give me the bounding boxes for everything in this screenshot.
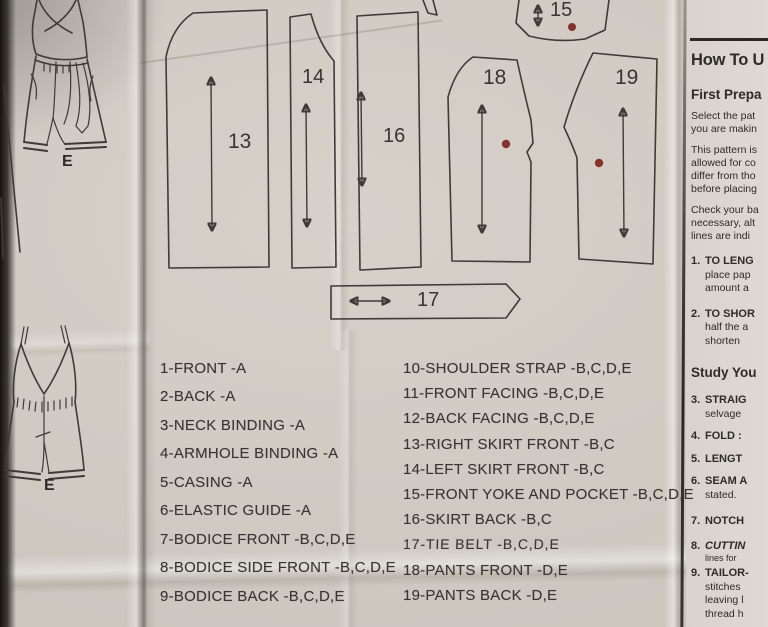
piece-list-right-column: 10-SHOULDER STRAP -B,C,D,E 11-FRONT FACI… xyxy=(402,356,694,608)
list-item: 9-BODICE BACK -B,C,D,E xyxy=(160,587,345,605)
red-dot xyxy=(501,139,511,149)
paragraph: This pattern is allowed for co differ fr… xyxy=(691,144,757,195)
instruction-panel-paper xyxy=(686,0,768,627)
pattern-piece-14: 14 xyxy=(289,13,337,269)
garment-illustration-bottom-e xyxy=(3,325,86,482)
instruction-step-3: 3.STRAIG selvage xyxy=(691,394,747,420)
instruction-step-6: 6.SEAM A stated. xyxy=(691,475,748,501)
instruction-step-8: 8.CUTTIN lines for xyxy=(691,539,746,564)
instruction-step-5: 5.LENGT xyxy=(691,452,743,465)
instructions-title: How To U xyxy=(691,51,765,69)
list-item: 14-LEFT SKIRT FRONT -B,C xyxy=(403,460,605,478)
list-item: 3-NECK BINDING -A xyxy=(160,416,306,434)
list-item: 16-SKIRT BACK -B,C xyxy=(403,511,552,529)
pattern-piece-13: 13 xyxy=(165,9,270,269)
crease-middle-bottom xyxy=(338,330,358,627)
list-item: 11-FRONT FACING -B,C,D,E xyxy=(403,385,605,403)
view-label-e-bottom: E xyxy=(44,477,55,494)
paragraph: Check your ba necessary, alt lines are i… xyxy=(691,204,759,242)
list-item: 17-TIE BELT -B,C,D,E xyxy=(402,536,561,553)
list-item: 4-ARMHOLE BINDING -A xyxy=(160,445,339,463)
list-item: 18-PANTS FRONT -D,E xyxy=(403,561,569,579)
piece-19-label: 19 xyxy=(615,66,638,89)
red-dot xyxy=(568,23,576,31)
piece-list-left-column: 1-FRONT -A 2-BACK -A 3-NECK BINDING -A 4… xyxy=(160,355,405,611)
instruction-step-9: 9.TAILOR- stitches leaving l thread h xyxy=(691,567,749,620)
list-item: 8-BODICE SIDE FRONT -B,C,D,E xyxy=(160,559,396,577)
list-item: 19-PANTS BACK -D,E xyxy=(403,586,558,604)
instructions-heading-study: Study You xyxy=(691,365,757,380)
red-dot xyxy=(594,158,604,168)
piece-15-label: 15 xyxy=(550,0,572,21)
instruction-column: How To U First Prepa Select the pat you … xyxy=(691,50,768,621)
pattern-piece-16: 16 xyxy=(356,11,422,271)
list-item: 2-BACK -A xyxy=(160,388,236,406)
garment-illustration-top-e xyxy=(22,0,108,153)
instruction-top-rule xyxy=(690,38,768,41)
view-label-e-top: E xyxy=(62,153,73,170)
piece-14-label: 14 xyxy=(302,66,324,88)
pattern-piece-19: 19 xyxy=(563,52,658,265)
fold-crease-left xyxy=(126,0,156,627)
list-item: 13-RIGHT SKIRT FRONT -B,C xyxy=(403,435,615,453)
paragraph: Select the pat you are makin xyxy=(691,110,757,135)
instructions-heading-first-prepare: First Prepa xyxy=(691,87,762,102)
instruction-step-4: 4.FOLD : xyxy=(691,430,742,442)
list-item: 7-BODICE FRONT -B,C,D,E xyxy=(160,530,356,548)
partial-garment-sketch xyxy=(0,85,21,259)
instruction-step-2: 2.TO SHOR half the a shorten xyxy=(691,307,755,347)
list-item: 15-FRONT YOKE AND POCKET -B,C,D,E xyxy=(403,486,694,504)
list-item: 12-BACK FACING -B,C,D,E xyxy=(403,410,595,428)
partial-piece-corner xyxy=(422,0,438,16)
pattern-piece-15: 15 xyxy=(515,0,610,42)
pattern-piece-18: 18 xyxy=(447,56,534,263)
list-item: 6-ELASTIC GUIDE -A xyxy=(160,502,312,520)
piece-17-label: 17 xyxy=(417,289,439,311)
piece-18-label: 18 xyxy=(483,66,506,89)
list-item: 1-FRONT -A xyxy=(160,360,247,377)
instruction-step-1: 1.TO LENG place pap amount a xyxy=(691,255,754,294)
pattern-piece-17: 17 xyxy=(330,283,521,320)
list-item: 10-SHOULDER STRAP -B,C,D,E xyxy=(403,360,632,377)
piece-13-label: 13 xyxy=(228,130,251,153)
list-item: 5-CASING -A xyxy=(160,473,253,491)
piece-16-label: 16 xyxy=(383,125,405,147)
instruction-step-7: 7.NOTCH xyxy=(691,515,745,527)
